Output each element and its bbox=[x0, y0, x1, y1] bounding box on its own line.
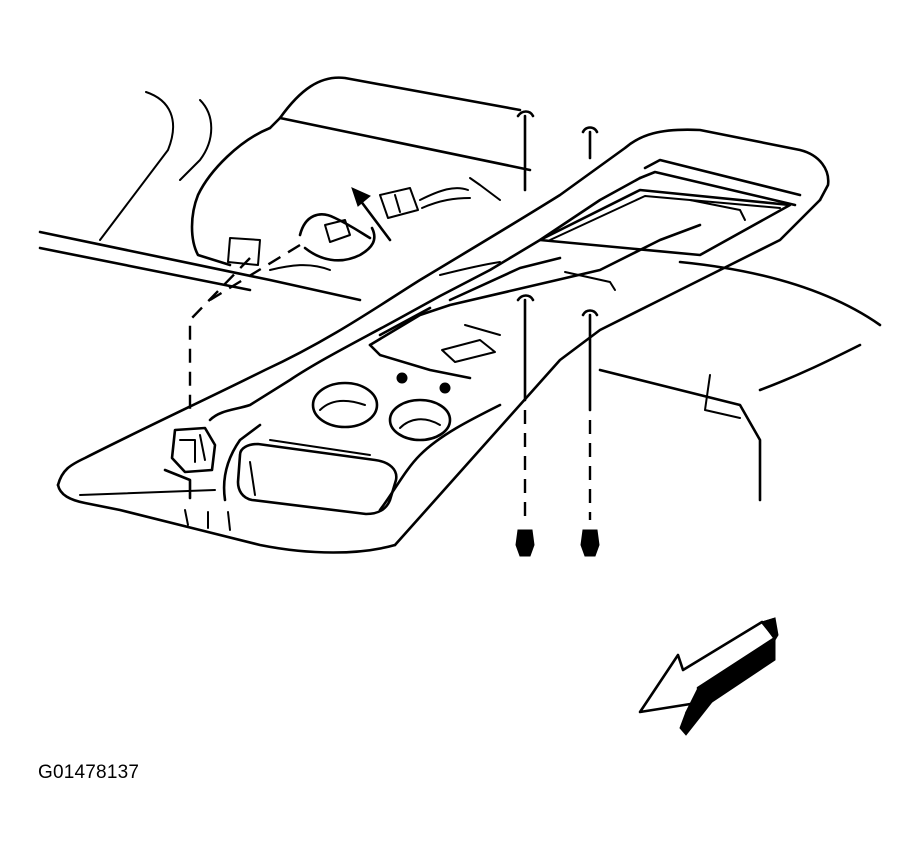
lamp-socket bbox=[163, 426, 231, 531]
roof-housing bbox=[190, 76, 532, 267]
connection-guides bbox=[188, 243, 301, 415]
screw-bottom-right bbox=[580, 309, 600, 557]
screw-top-right bbox=[581, 126, 599, 160]
screw-bottom-left bbox=[515, 294, 535, 557]
headliner-outline bbox=[38, 91, 882, 502]
figure-id-label: G01478137 bbox=[38, 762, 140, 783]
screw-top-left bbox=[516, 110, 535, 192]
wiring-harness bbox=[269, 187, 471, 271]
front-direction-arrow-icon bbox=[638, 617, 779, 736]
overhead-console bbox=[56, 128, 830, 554]
